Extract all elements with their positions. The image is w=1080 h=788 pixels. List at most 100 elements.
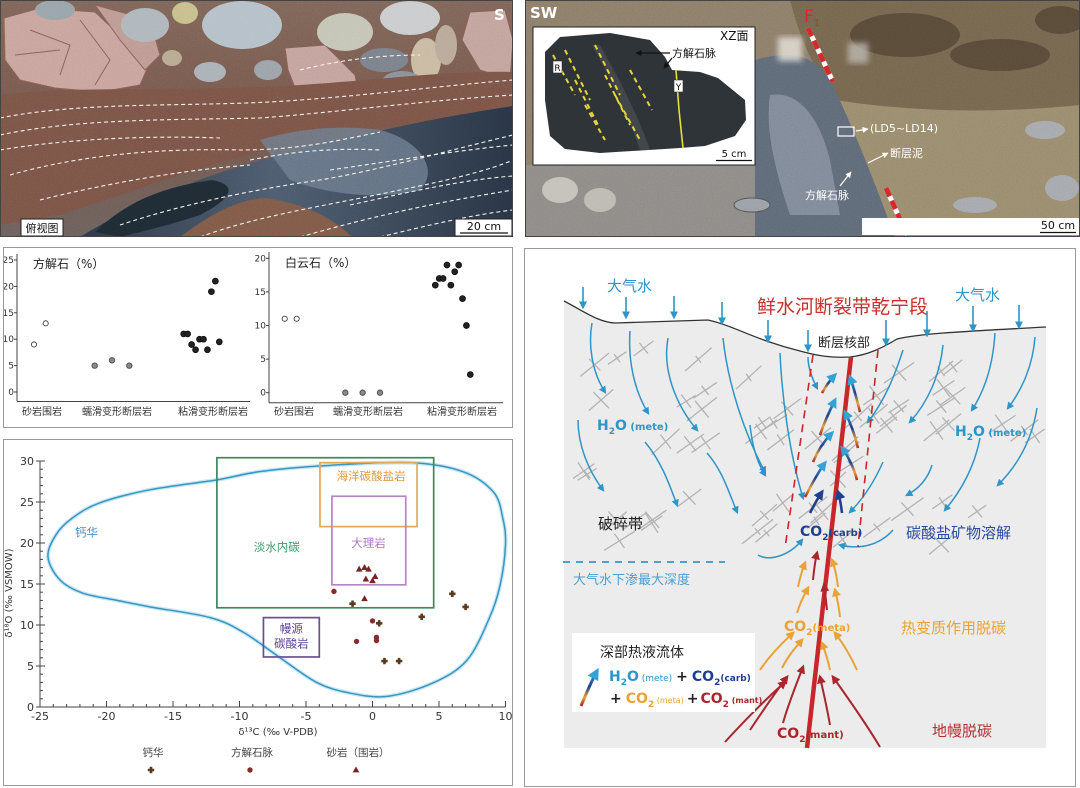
data-point (443, 261, 451, 269)
fracture-stroke (638, 342, 649, 354)
data-point (184, 330, 192, 338)
fracture-stroke (853, 411, 863, 422)
category-label: 粘滑变形断层岩 (178, 405, 248, 418)
plus-marker-core (377, 621, 381, 626)
meteoric-flow-arrows (577, 322, 1038, 559)
y-tick-label: 20 (255, 254, 267, 264)
data-point (439, 275, 447, 282)
region-label: 淡水内碳 (254, 540, 300, 554)
fracture-stroke (893, 399, 905, 413)
data-point (215, 338, 223, 346)
triangle-marker (362, 575, 370, 582)
y-tick-label: 15 (4, 309, 14, 319)
fracture-stroke (701, 385, 710, 396)
mantle-decarbonation-label: 地幔脱碳 (932, 722, 992, 740)
mixed-fluid-arrows (803, 372, 862, 498)
triangle-marker (355, 565, 363, 572)
data-point (30, 341, 38, 348)
fluid-model-diagram: 大气水 大气水 鲜水河断裂带乾宁段 断层核部 H2O (mete) H2O (m… (524, 248, 1076, 787)
sample-location: (LD5~LD14) (837, 122, 938, 137)
y-tick-label: 0 (8, 388, 14, 398)
data-point (431, 281, 439, 289)
y-tick-label: 30 (20, 455, 34, 468)
y-label: Y (675, 83, 682, 93)
data-point (447, 281, 455, 289)
h2o-mete-label-right: H2O (mete) (955, 424, 1026, 443)
category-label: 砂岩围岩 (22, 405, 62, 418)
r-label: R (554, 64, 560, 74)
x-axis-label: δ¹³C (‰ V-PDB) (238, 727, 317, 738)
inset-scale-label: 5 cm (722, 149, 747, 160)
y-tick-label: 15 (255, 288, 266, 298)
fracture-stroke (944, 387, 961, 405)
y-tick-label: 10 (255, 322, 267, 332)
legend-label: 砂岩（围岩） (327, 746, 390, 759)
fracture-stroke (948, 361, 958, 373)
plus-marker-core (419, 615, 424, 619)
y-tick-label: 25 (20, 496, 34, 509)
fracture-stroke (935, 399, 947, 414)
fracture-stroke (891, 364, 907, 382)
plus-marker-core (149, 768, 153, 772)
fracture-stroke (759, 510, 770, 521)
calc-sinter-field-outline (47, 461, 507, 698)
data-point (376, 389, 384, 396)
legend-label: 钙华 (143, 746, 164, 759)
data-point (91, 362, 98, 369)
y-tick-label: 5 (260, 355, 266, 365)
max-infiltration-depth-label: 大气水下渗最大深度 (573, 572, 690, 588)
fracture-stroke (813, 516, 820, 526)
data-point (208, 288, 215, 296)
fracture-stroke (900, 501, 915, 517)
y-tick-label: 25 (4, 256, 14, 266)
meteoric-water-label-right: 大气水 (955, 286, 1000, 304)
diagram-svg: 大气水 大气水 鲜水河断裂带乾宁段 断层核部 H2O (mete) H2O (m… (563, 277, 1047, 749)
h2o-mete-label-left: H2O (mete) (597, 418, 668, 437)
fracture-stroke (613, 533, 626, 549)
fracture-stroke (694, 400, 710, 419)
fracture-stroke (836, 530, 849, 548)
co2-meta-label: CO2(meta) (784, 619, 850, 638)
fracture-stroke (695, 355, 702, 364)
category-label: 砂岩围岩 (274, 405, 314, 418)
region-label: 钙华 (75, 525, 98, 539)
x-tick-label: -15 (164, 710, 182, 723)
legend-line-1: H2O (mete)+CO2(carb) (609, 669, 751, 688)
y-tick-label: 10 (4, 335, 14, 345)
r-shear-dashes (552, 44, 653, 141)
triangle-marker (352, 766, 360, 773)
photo-outcrop: F1 (LD5~LD14) 断层泥 方解石脉 50 cm SW (525, 0, 1080, 237)
triangle-marker (361, 595, 368, 602)
fracture-stroke (613, 353, 621, 363)
data-point (108, 357, 116, 364)
fracture-stroke (592, 391, 610, 409)
fracture-stroke (763, 529, 770, 537)
chart-title: 白云石（%） (285, 255, 356, 270)
scale-bar: 50 cm (862, 218, 1079, 235)
plus-marker-core (397, 659, 401, 663)
fracture-stroke (933, 536, 950, 553)
x-tick-label: 0 (369, 710, 376, 723)
triangle-marker (371, 573, 379, 580)
plus-marker-core (463, 605, 468, 609)
fracture-stroke (815, 504, 829, 521)
scale-bar-label: 50 cm (1041, 219, 1075, 232)
fracture-stroke (757, 416, 767, 429)
fracture-stroke (776, 434, 785, 446)
data-point (463, 322, 470, 329)
main-fault-plane (804, 356, 854, 749)
view-label: 俯视图 (26, 221, 59, 235)
fault-core-label: 断层核部 (818, 336, 870, 351)
y-tick-label: 10 (20, 619, 34, 632)
circle-marker (331, 588, 337, 595)
mantle-co2-arrows (724, 550, 881, 748)
region-label: 幔源 (280, 621, 303, 635)
fracture-stroke (971, 505, 983, 518)
chart-title: 方解石（%） (33, 256, 104, 271)
category-label: 蠕滑变形断层岩 (82, 405, 152, 418)
triangle-marker (361, 564, 368, 570)
